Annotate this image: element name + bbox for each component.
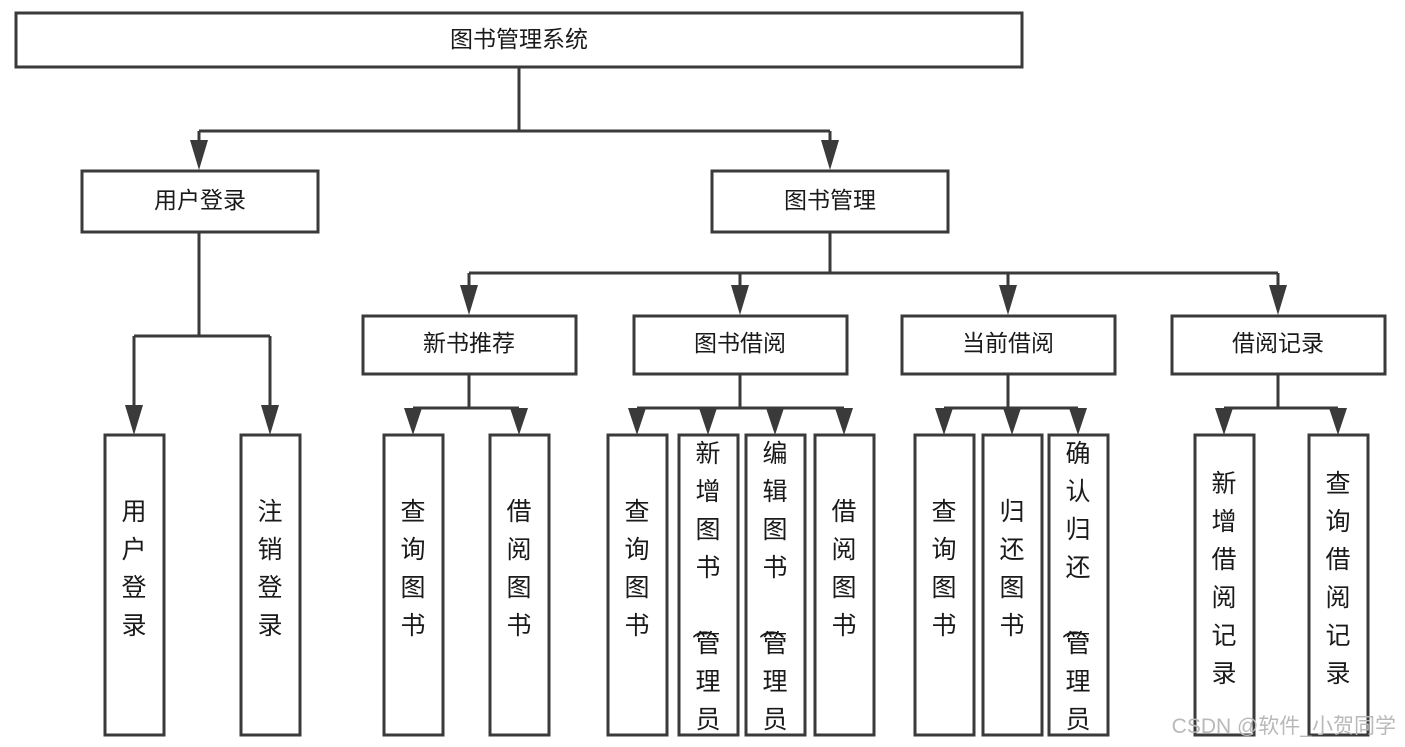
- node-current-borrow[interactable]: 当前借阅: [900, 314, 1117, 376]
- arrow-head-icon: [821, 140, 839, 170]
- leaf-edit-book-label: 编辑图书（管理员）: [756, 440, 787, 747]
- node-borrow-record[interactable]: 借阅记录: [1170, 314, 1387, 376]
- arrow-head-icon: [190, 140, 208, 170]
- leaf-add-record[interactable]: 新增借阅记录: [1193, 433, 1256, 737]
- leaf-return-book-box[interactable]: [981, 433, 1044, 737]
- connector-group-borrow-record: [1215, 375, 1347, 435]
- node-borrow-record-box[interactable]: [1170, 314, 1387, 376]
- connector-group-root: [190, 67, 839, 170]
- node-root-label: 图书管理系统: [450, 26, 588, 52]
- leaf-confirm-return-box[interactable]: [1047, 433, 1110, 737]
- leaf-confirm-return-label: 确认归还（管理员）: [1059, 440, 1090, 747]
- leaf-add-book-box[interactable]: [677, 433, 740, 737]
- arrow-head-icon: [731, 285, 749, 315]
- leaf-borrow-book-1[interactable]: 借阅图书: [488, 433, 551, 737]
- leaf-user-login[interactable]: 用户登录: [103, 433, 166, 737]
- arrow-head-icon: [766, 408, 784, 435]
- leaf-borrow-book-1-label: 借阅图书: [506, 498, 531, 640]
- leaf-query-book-1-box[interactable]: [382, 433, 445, 737]
- node-user-login-label: 用户登录: [154, 187, 246, 213]
- connector-group-book-management: [460, 232, 1287, 315]
- arrow-head-icon: [628, 408, 646, 435]
- leaf-query-book-1[interactable]: 查询图书: [382, 433, 445, 737]
- leaf-query-record[interactable]: 查询借阅记录: [1307, 433, 1370, 737]
- arrow-head-icon: [1003, 408, 1021, 435]
- node-current-borrow-label: 当前借阅: [962, 330, 1054, 356]
- arrow-head-icon: [460, 285, 478, 315]
- leaf-logout-login-label: 注销登录: [257, 498, 282, 640]
- leaf-query-book-2-label: 查询图书: [624, 498, 649, 640]
- node-current-borrow-box[interactable]: [900, 314, 1117, 376]
- node-user-login[interactable]: 用户登录: [80, 169, 320, 234]
- leaf-edit-book-box[interactable]: [744, 433, 807, 737]
- connector-group-current-borrow: [935, 375, 1087, 435]
- node-new-book-recommend-label: 新书推荐: [423, 330, 515, 356]
- arrow-head-icon: [935, 408, 953, 435]
- connector-group-new-book-recommend: [404, 375, 528, 435]
- connector-group-user-login: [125, 232, 279, 435]
- node-book-borrow-box[interactable]: [632, 314, 849, 376]
- leaf-return-book-label: 归还图书: [999, 498, 1024, 640]
- leaf-query-book-1-label: 查询图书: [400, 498, 425, 640]
- node-new-book-recommend-box[interactable]: [361, 314, 578, 376]
- node-user-login-box[interactable]: [80, 169, 320, 234]
- leaf-add-record-label: 新增借阅记录: [1211, 470, 1236, 688]
- leaf-edit-book[interactable]: 编辑图书（管理员）: [744, 433, 807, 747]
- leaf-confirm-return[interactable]: 确认归还（管理员）: [1047, 433, 1110, 747]
- leaf-add-book-label: 新增图书（管理员）: [689, 440, 720, 747]
- connector-group-book-borrow: [628, 375, 853, 435]
- leaf-borrow-book-2-box[interactable]: [813, 433, 876, 737]
- arrow-head-icon: [999, 285, 1017, 315]
- leaf-borrow-book-2-label: 借阅图书: [831, 498, 856, 640]
- node-book-management-label: 图书管理: [784, 187, 876, 213]
- leaf-user-login-label: 用户登录: [121, 498, 146, 640]
- csdn-watermark: CSDN @软件_小贺同学: [1172, 715, 1396, 738]
- arrow-head-icon: [1069, 408, 1087, 435]
- arrow-head-icon: [1215, 408, 1233, 435]
- node-borrow-record-label: 借阅记录: [1232, 330, 1324, 356]
- node-root[interactable]: 图书管理系统: [14, 11, 1024, 69]
- node-book-management-box[interactable]: [710, 169, 950, 234]
- arrow-head-icon: [835, 408, 853, 435]
- node-book-borrow[interactable]: 图书借阅: [632, 314, 849, 376]
- leaf-query-record-label: 查询借阅记录: [1325, 470, 1350, 688]
- leaf-query-book-2[interactable]: 查询图书: [606, 433, 669, 737]
- node-book-management[interactable]: 图书管理: [710, 169, 950, 234]
- leaf-query-book-3[interactable]: 查询图书: [913, 433, 976, 737]
- leaf-query-book-3-label: 查询图书: [931, 498, 956, 640]
- arrow-head-icon: [261, 405, 279, 435]
- leaf-borrow-book-2[interactable]: 借阅图书: [813, 433, 876, 737]
- leaf-logout-login[interactable]: 注销登录: [239, 433, 302, 737]
- arrow-head-icon: [404, 408, 422, 435]
- arrow-head-icon: [1269, 285, 1287, 315]
- arrow-head-icon: [1329, 408, 1347, 435]
- node-book-borrow-label: 图书借阅: [694, 330, 786, 356]
- arrow-head-icon: [699, 408, 717, 435]
- leaf-logout-login-box[interactable]: [239, 433, 302, 737]
- leaf-query-book-3-box[interactable]: [913, 433, 976, 737]
- leaf-user-login-box[interactable]: [103, 433, 166, 737]
- leaf-query-record-box[interactable]: [1307, 433, 1370, 737]
- arrow-head-icon: [125, 405, 143, 435]
- arrow-head-icon: [510, 408, 528, 435]
- leaf-return-book[interactable]: 归还图书: [981, 433, 1044, 737]
- leaf-add-book[interactable]: 新增图书（管理员）: [677, 433, 740, 747]
- node-root-box[interactable]: [14, 11, 1024, 69]
- leaf-add-record-box[interactable]: [1193, 433, 1256, 737]
- node-new-book-recommend[interactable]: 新书推荐: [361, 314, 578, 376]
- leaf-borrow-book-1-box[interactable]: [488, 433, 551, 737]
- leaf-query-book-2-box[interactable]: [606, 433, 669, 737]
